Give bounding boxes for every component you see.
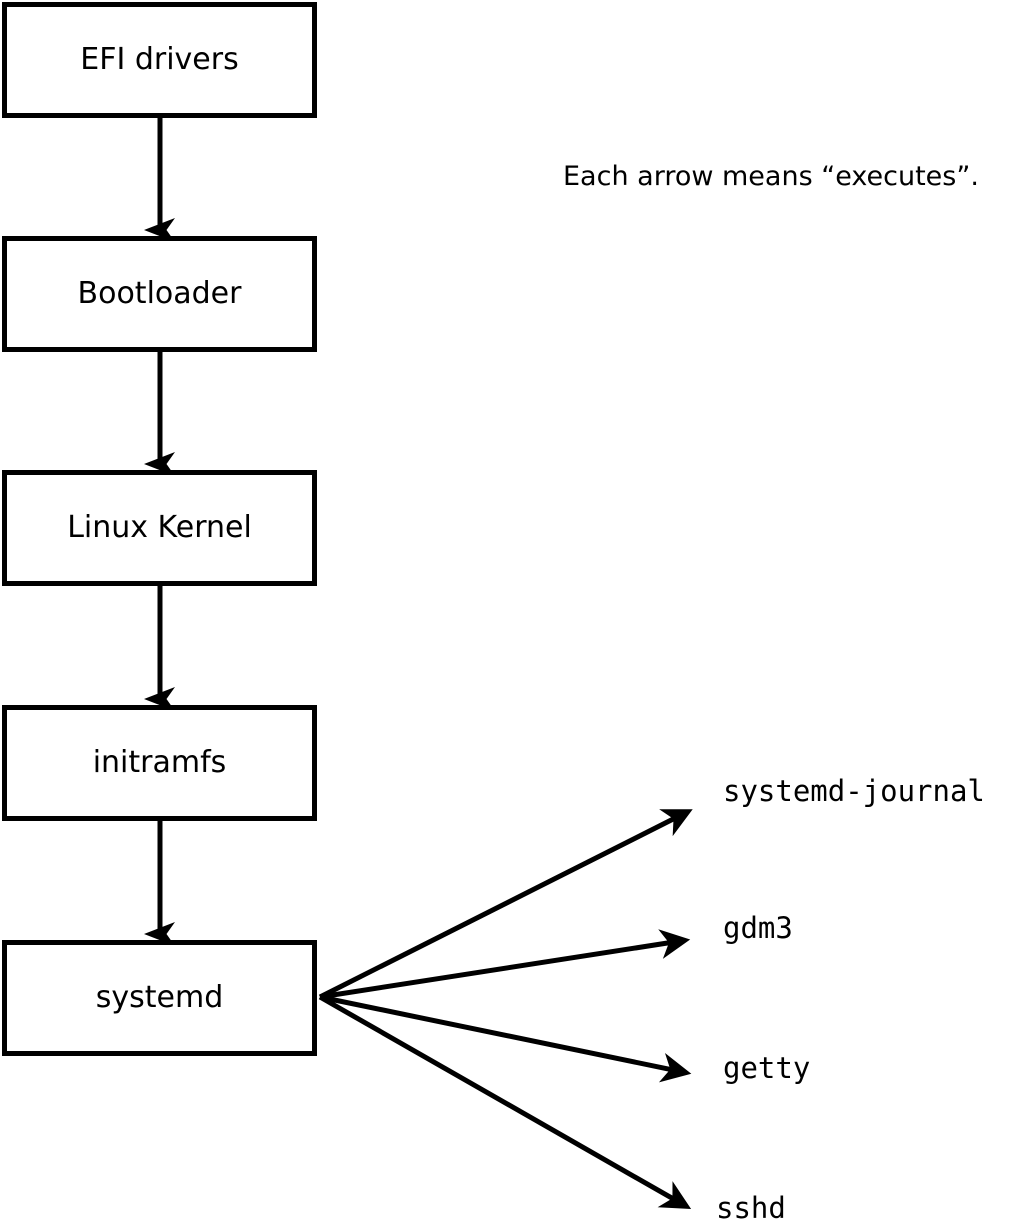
process-box-bootloader: Bootloader xyxy=(2,236,317,352)
executes-arrow-systemd-to-sshd xyxy=(318,994,692,1210)
process-box-label: systemd xyxy=(95,980,224,1015)
process-box-systemd: systemd xyxy=(2,940,317,1056)
service-label-sshd: sshd xyxy=(716,1191,786,1225)
process-box-label: Linux Kernel xyxy=(67,510,252,545)
executes-arrow-systemd-to-getty xyxy=(319,994,692,1083)
process-box-efi-drivers: EFI drivers xyxy=(2,2,317,118)
process-box-label: initramfs xyxy=(92,745,227,780)
executes-arrow-systemd-to-gdm3 xyxy=(319,929,691,1000)
process-box-initramfs: initramfs xyxy=(2,705,317,821)
service-label-systemd-journal: systemd-journal xyxy=(723,774,985,808)
service-label-gdm3: gdm3 xyxy=(723,911,793,945)
fanout-arrow-layer xyxy=(318,809,693,1210)
process-box-label: EFI drivers xyxy=(80,42,239,77)
service-label-getty: getty xyxy=(723,1051,811,1085)
process-box-label: Bootloader xyxy=(77,276,242,311)
process-box-linux-kernel: Linux Kernel xyxy=(2,470,317,586)
diagram-caption: Each arrow means “executes”. xyxy=(563,161,979,192)
executes-arrow-systemd-to-systemd-journal xyxy=(318,809,693,1000)
